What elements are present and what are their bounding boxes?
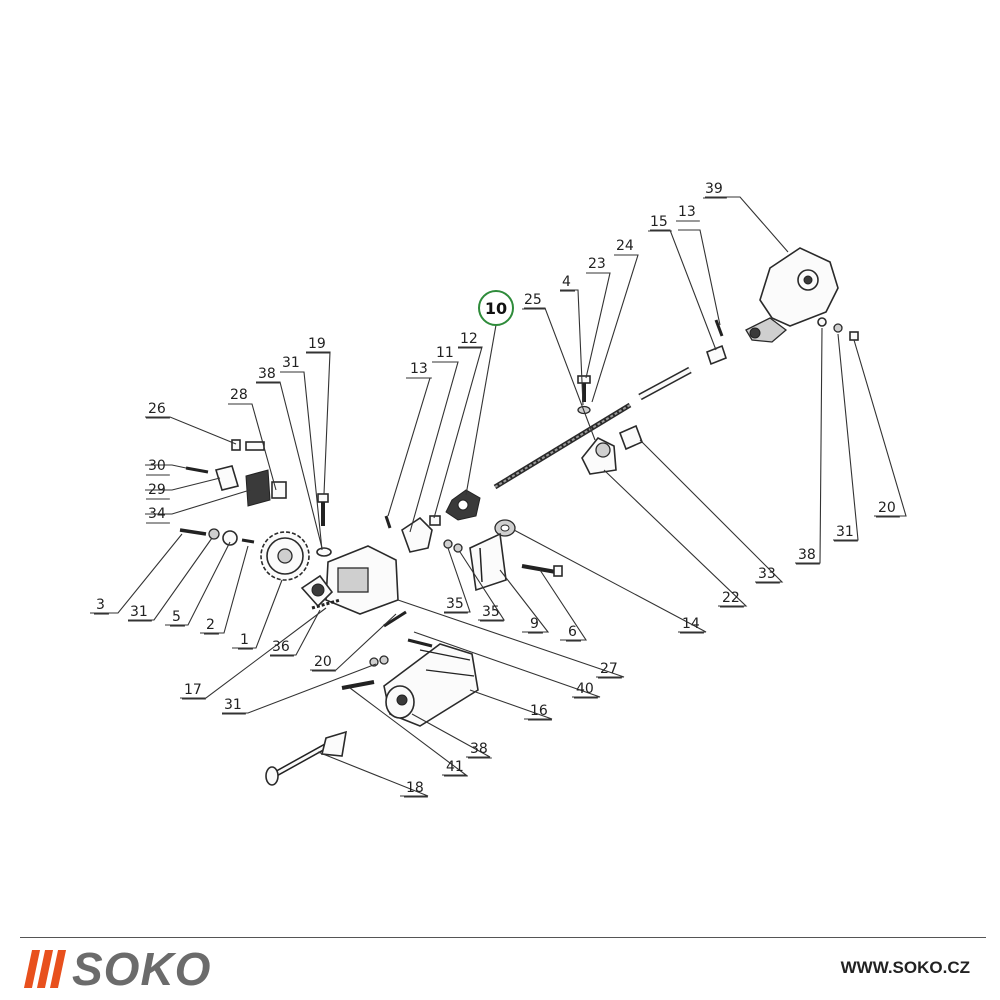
callout-17: 17 [184, 682, 202, 698]
callout-23: 23 [588, 256, 606, 272]
logo-stripes-icon [23, 950, 67, 988]
callout-31: 31 [282, 355, 300, 371]
small-left-parts [179, 439, 332, 557]
callout-14: 14 [682, 616, 700, 632]
leader-lines [90, 196, 907, 797]
sprocket-part-1 [260, 531, 310, 581]
callout-29: 29 [148, 482, 166, 498]
callout-3: 3 [96, 597, 105, 613]
bearing-parts [581, 317, 859, 475]
gearbox-housing-part-39 [745, 247, 839, 343]
callout-22: 22 [722, 590, 740, 606]
callout-38: 38 [470, 741, 488, 757]
callout-27: 27 [600, 661, 618, 677]
callout-31: 31 [836, 524, 854, 540]
callout-9: 9 [530, 616, 539, 632]
callout-26: 26 [148, 401, 166, 417]
bracket-part-9 [443, 532, 563, 592]
exploded-parts-diagram: 39 15 13 23 24 4 25 10 12 11 13 19 31 38… [90, 181, 907, 798]
callout-labels: 39 15 13 23 24 4 25 10 12 11 13 19 31 38… [94, 181, 900, 798]
website-url[interactable]: WWW.SOKO.CZ [840, 958, 970, 977]
callout-6: 6 [568, 624, 577, 640]
callout-15: 15 [650, 214, 668, 230]
callout-20: 20 [878, 500, 896, 516]
brand-name: SOKO [72, 943, 212, 995]
callout-41: 41 [446, 759, 464, 775]
callout-13: 13 [410, 361, 428, 377]
callout-39: 39 [705, 181, 723, 197]
callout-38: 38 [798, 547, 816, 563]
callout-35: 35 [446, 596, 464, 612]
callout-2: 2 [206, 617, 215, 633]
main-shaft [493, 366, 692, 490]
callout-20: 20 [314, 654, 332, 670]
callout-24: 24 [616, 238, 634, 254]
callout-13: 13 [678, 204, 696, 220]
callout-1: 1 [240, 632, 249, 648]
callout-10: 10 [485, 299, 507, 318]
callout-38: 38 [258, 366, 276, 382]
callout-34: 34 [148, 506, 166, 522]
callout-5: 5 [172, 609, 181, 625]
callout-36: 36 [272, 639, 290, 655]
callout-35: 35 [482, 604, 500, 620]
bolt-and-washer [577, 375, 591, 415]
crank-handle-part-18 [265, 730, 348, 786]
callout-19: 19 [308, 336, 326, 352]
callout-16: 16 [530, 703, 548, 719]
callout-12: 12 [460, 331, 478, 347]
callout-28: 28 [230, 387, 248, 403]
callout-30: 30 [148, 458, 166, 474]
callout-18: 18 [406, 780, 424, 796]
callout-31: 31 [130, 604, 148, 620]
gear-motor-part-27 [300, 545, 399, 615]
callout-33: 33 [758, 566, 776, 582]
callout-10-highlighted: 10 [478, 290, 514, 326]
callout-11: 11 [436, 345, 454, 361]
motor-part-16 [341, 610, 479, 727]
coupling-parts [384, 489, 516, 553]
callout-40: 40 [576, 681, 594, 697]
footer-divider [20, 937, 986, 938]
callout-31: 31 [224, 697, 242, 713]
callout-25: 25 [524, 292, 542, 308]
soko-logo: SOKO [23, 943, 212, 995]
callout-4: 4 [562, 274, 571, 290]
